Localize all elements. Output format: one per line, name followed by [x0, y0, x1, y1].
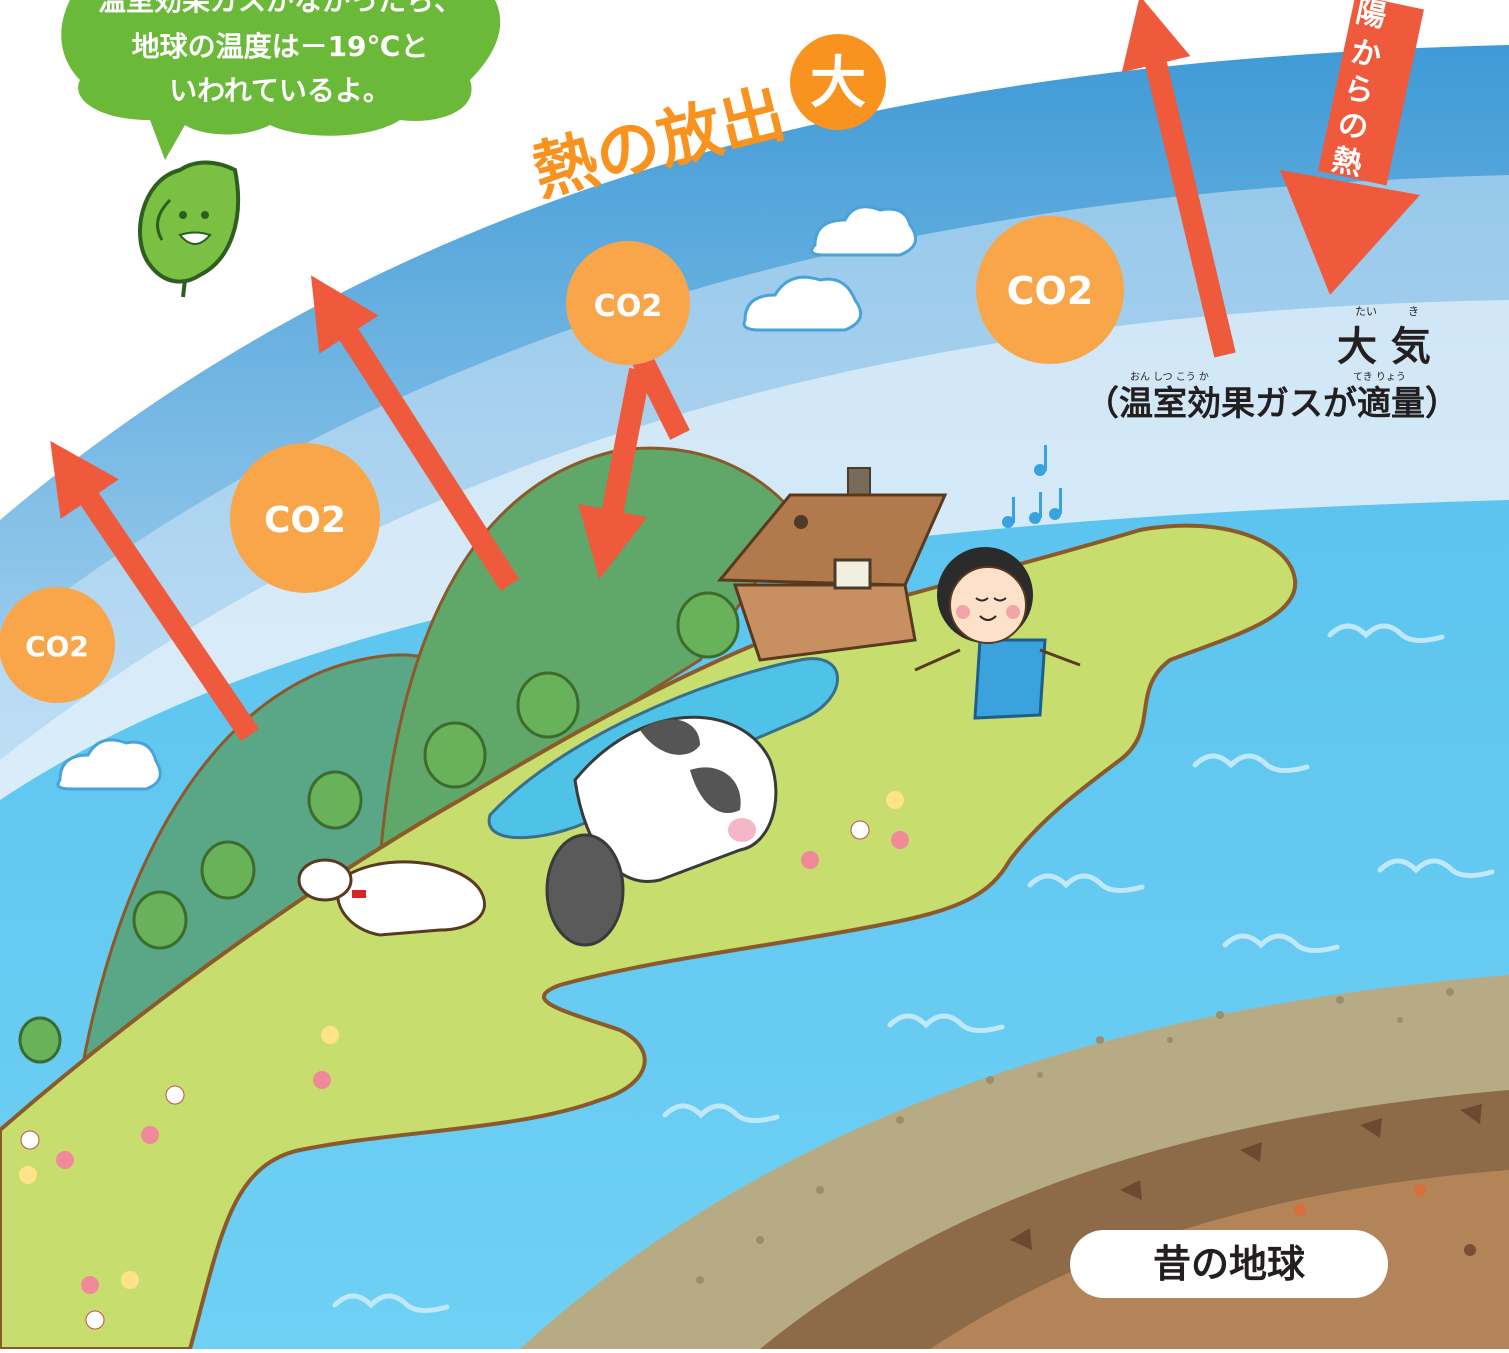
sun-heat-label: 陽 か ら の 熱 [1329, 0, 1390, 183]
sun-heat-char-2: か [1348, 34, 1385, 74]
sun-heat-arrow [1280, 0, 1424, 295]
atmosphere-title-ruby-1: たい [1355, 305, 1377, 318]
earth-label: 昔の地球 [1153, 1242, 1306, 1286]
earth-label-pill [1070, 1230, 1388, 1298]
land [0, 523, 1298, 1351]
sea-waves [332, 623, 1495, 1313]
speech-line-3: いわれているよ。 [169, 74, 391, 107]
co2-label-3: CO2 [594, 289, 662, 324]
earth-texture [696, 988, 1454, 1284]
atmosphere-title: 大 気 [1337, 324, 1431, 370]
flowers [19, 791, 909, 1330]
co2-label-2: CO2 [264, 500, 346, 541]
atmosphere-title-ruby-2: き [1408, 305, 1419, 318]
sun-heat-char-3: ら [1341, 70, 1378, 110]
heat-arrows [50, 0, 1236, 742]
co2-bubble-1 [0, 587, 115, 703]
co2-reflect-arrow [578, 367, 651, 580]
leaf-mascot [138, 160, 240, 298]
heat-emission-badge-circle [790, 34, 886, 130]
heat-arrow-1 [50, 440, 260, 742]
log-cabin [716, 467, 948, 662]
co2-bubble-3 [566, 241, 690, 365]
music-notes-icon [1002, 445, 1062, 528]
atmosphere-subtitle: （温室効果ガスが適量） [1085, 384, 1459, 424]
trees [18, 591, 740, 1064]
speech-bubble [61, 0, 501, 160]
clouds [56, 205, 918, 791]
co2-bubble-2 [230, 443, 380, 593]
mantle-texture [1010, 1104, 1482, 1256]
speech-line-2: 地球の温度は－19℃と [132, 30, 429, 63]
atmosphere-ruby-tekiryou: てき りょう [1353, 371, 1406, 383]
atmosphere-ruby-onshitsu: おん しつ こう か [1130, 371, 1209, 383]
co2-bubbles: CO2 CO2 CO2 CO2 [0, 216, 1124, 703]
cow [545, 715, 778, 947]
girl [914, 547, 1081, 720]
heat-arrow-2 [310, 275, 520, 591]
co2-label-4: CO2 [1007, 269, 1094, 313]
heat-arrow-4 [630, 350, 690, 440]
co2-label-1: CO2 [25, 630, 89, 663]
sun-heat-char-1: 陽 [1353, 0, 1390, 35]
co2-bubble-4 [976, 216, 1124, 364]
speech-line-1: 温室効果ガスがなかったら、 [98, 0, 462, 17]
dog [297, 858, 486, 937]
heat-arrow-3 [1121, 0, 1236, 358]
sun-heat-char-4: の [1335, 106, 1372, 146]
sun-heat-char-5: 熱 [1329, 142, 1366, 182]
heat-emission-badge: 大 [810, 51, 866, 116]
